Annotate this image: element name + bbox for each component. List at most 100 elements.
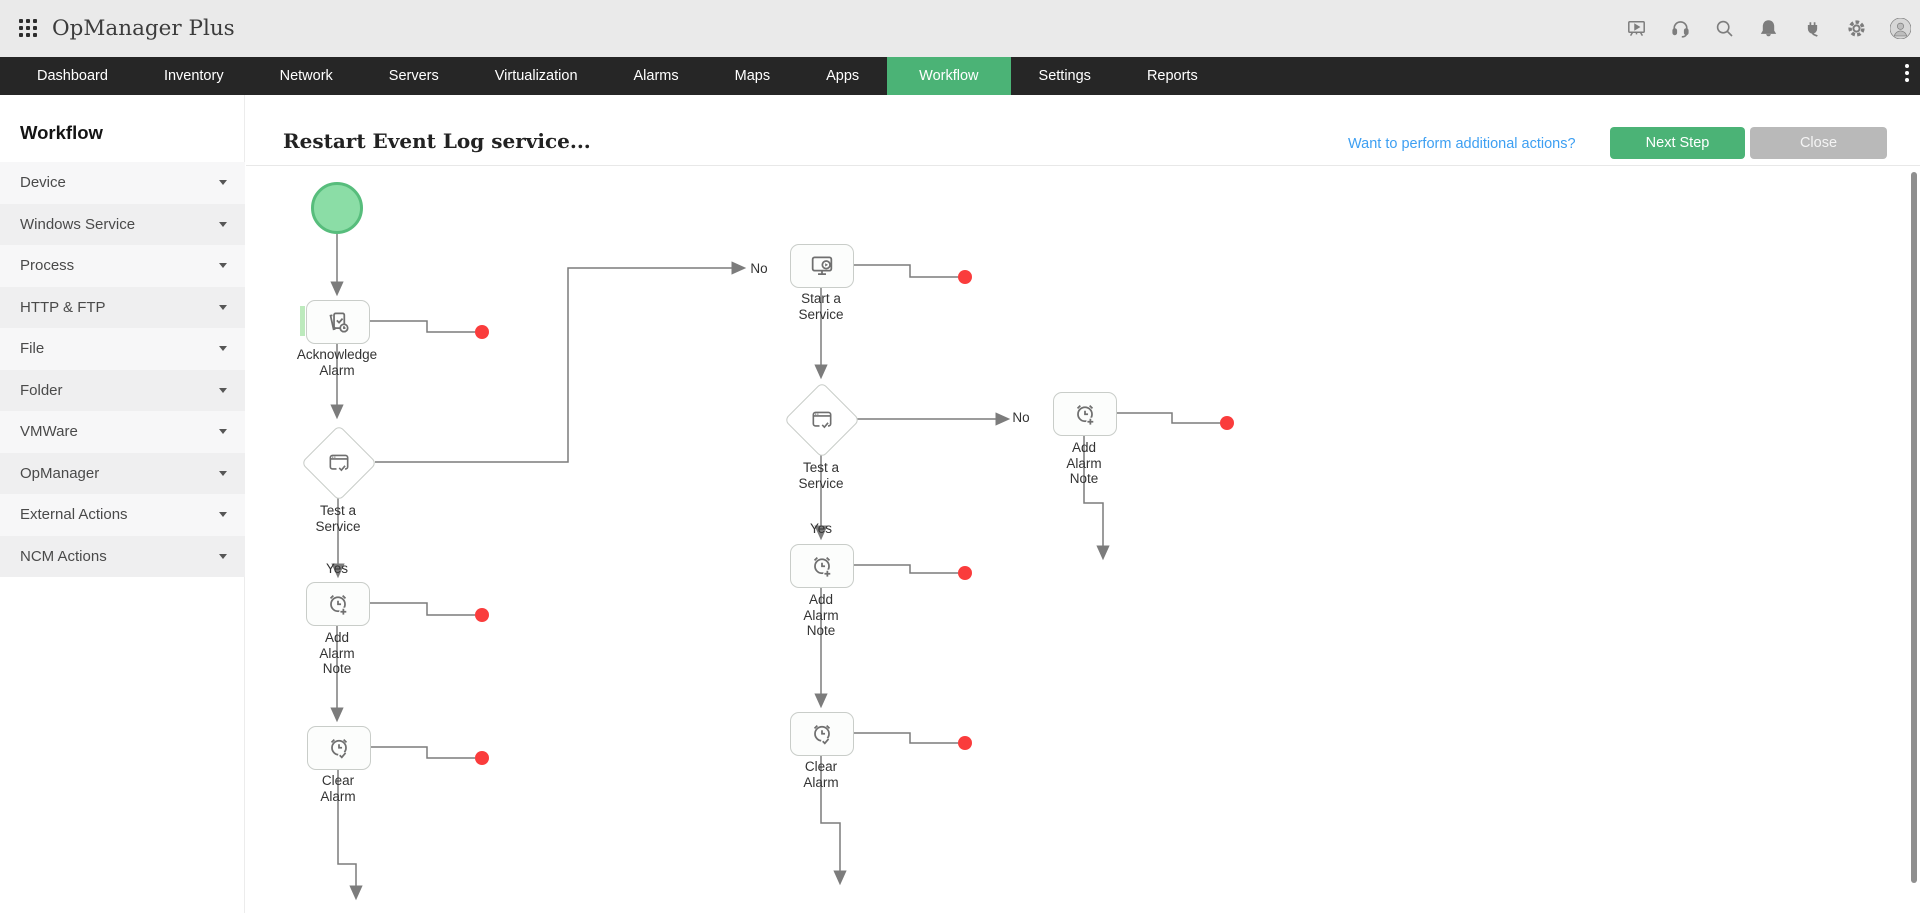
sidebar-item-http-ftp[interactable]: HTTP & FTP xyxy=(0,286,245,328)
chevron-down-icon xyxy=(219,429,227,435)
sidebar-item-folder[interactable]: Folder xyxy=(0,369,245,411)
connector-endpoint-dot[interactable] xyxy=(958,736,972,750)
node-test-a-service-2[interactable] xyxy=(783,381,861,459)
node-label: Add Alarm Note xyxy=(319,630,355,676)
topbar-icon-group xyxy=(1626,0,1911,57)
connector-addnote3 xyxy=(1115,412,1220,424)
tab-maps[interactable]: Maps xyxy=(734,68,771,84)
node-clear-alarm-1[interactable] xyxy=(307,726,371,770)
next-step-button[interactable]: Next Step xyxy=(1610,127,1745,159)
edge-label-yes: Yes xyxy=(325,561,349,576)
edge-test1-no-to-startservice xyxy=(375,261,747,463)
edge-label-no: No xyxy=(750,261,768,276)
sidebar-item-vmware[interactable]: VMWare xyxy=(0,411,245,453)
sidebar-item-external-actions[interactable]: External Actions xyxy=(0,494,245,536)
node-clear-alarm-2[interactable] xyxy=(790,712,854,756)
connector-endpoint-dot[interactable] xyxy=(475,751,489,765)
connector-clear2 xyxy=(852,732,958,744)
headset-support-icon[interactable] xyxy=(1670,18,1691,39)
edge-addnote3-out xyxy=(1083,433,1110,561)
presentation-play-icon[interactable] xyxy=(1626,18,1647,39)
edge-clear1-out xyxy=(337,768,363,901)
test-service-icon xyxy=(329,454,349,474)
workflow-sidebar: Workflow Device Windows Service Process … xyxy=(0,95,245,913)
chevron-down-icon xyxy=(219,387,227,393)
connector-endpoint-dot[interactable] xyxy=(1220,416,1234,430)
settings-gear-icon[interactable] xyxy=(1846,18,1867,39)
edge-label-no: No xyxy=(1012,410,1030,425)
sidebar-item-ncm-actions[interactable]: NCM Actions xyxy=(0,535,245,577)
tab-workflow[interactable]: Workflow xyxy=(887,57,1011,95)
add-alarm-note-icon xyxy=(329,594,348,616)
chevron-down-icon xyxy=(219,346,227,352)
edge-label-yes: Yes xyxy=(809,521,833,536)
vertical-scrollbar-thumb[interactable] xyxy=(1911,172,1917,883)
sidebar-item-opmanager[interactable]: OpManager xyxy=(0,452,245,494)
tab-dashboard[interactable]: Dashboard xyxy=(37,68,108,84)
node-label: Test a Service xyxy=(315,503,361,534)
test-service-icon xyxy=(812,411,832,431)
tab-virtualization[interactable]: Virtualization xyxy=(494,68,578,84)
connector-endpoint-dot[interactable] xyxy=(958,270,972,284)
chevron-down-icon xyxy=(219,180,227,186)
plug-integrations-icon[interactable] xyxy=(1802,18,1823,39)
tab-settings[interactable]: Settings xyxy=(1038,68,1091,84)
chevron-down-icon xyxy=(219,263,227,269)
nav-overflow-kebab-icon[interactable] xyxy=(1905,64,1909,82)
tab-reports[interactable]: Reports xyxy=(1146,68,1198,84)
connector-endpoint-dot[interactable] xyxy=(475,325,489,339)
chevron-down-icon xyxy=(219,221,227,227)
header-divider xyxy=(246,165,1920,166)
sidebar-item-device[interactable]: Device xyxy=(0,162,245,204)
tab-apps[interactable]: Apps xyxy=(826,68,860,84)
tab-servers[interactable]: Servers xyxy=(388,68,439,84)
workflow-edges xyxy=(330,234,1220,901)
search-icon[interactable] xyxy=(1714,18,1735,39)
node-start-a-service[interactable] xyxy=(790,244,854,288)
node-acknowledge-alarm[interactable] xyxy=(306,300,370,344)
node-add-alarm-note-1[interactable] xyxy=(306,582,370,626)
connector-endpoint-dot[interactable] xyxy=(958,566,972,580)
add-alarm-note-icon xyxy=(813,556,832,578)
additional-actions-link[interactable]: Want to perform additional actions? xyxy=(1348,136,1576,152)
close-button[interactable]: Close xyxy=(1750,127,1887,159)
chevron-down-icon xyxy=(219,470,227,476)
user-avatar[interactable] xyxy=(1890,18,1911,39)
node-label: Acknowledge Alarm xyxy=(296,347,378,378)
tab-network[interactable]: Network xyxy=(279,68,333,84)
start-service-icon xyxy=(811,256,833,276)
sidebar-item-process[interactable]: Process xyxy=(0,245,245,287)
acknowledge-alarm-icon xyxy=(329,312,349,333)
node-label: Add Alarm Note xyxy=(803,592,839,638)
sidebar-item-windows-service[interactable]: Windows Service xyxy=(0,203,245,245)
node-selection-bar xyxy=(300,306,305,336)
connector-ack xyxy=(368,320,475,333)
sidebar-category-list: Device Windows Service Process HTTP & FT… xyxy=(0,162,245,577)
chevron-down-icon xyxy=(219,512,227,518)
node-label: Clear Alarm xyxy=(803,759,839,790)
connector-addnote1 xyxy=(368,602,475,616)
tab-inventory[interactable]: Inventory xyxy=(163,68,224,84)
app-launcher-grid-icon[interactable] xyxy=(19,19,37,37)
tab-alarms[interactable]: Alarms xyxy=(633,68,679,84)
top-bar: OpManager Plus xyxy=(0,0,1920,57)
add-alarm-note-icon xyxy=(1076,404,1095,426)
node-start-circle[interactable] xyxy=(311,182,363,234)
clear-alarm-icon xyxy=(330,738,348,760)
app-title: OpManager Plus xyxy=(52,16,235,41)
main-nav: Dashboard Inventory Network Servers Virt… xyxy=(0,57,1920,95)
connector-endpoint-dot[interactable] xyxy=(475,608,489,622)
node-label: Clear Alarm xyxy=(320,773,356,804)
node-add-alarm-note-3[interactable] xyxy=(1053,392,1117,436)
node-label: Start a Service xyxy=(798,291,844,322)
chevron-down-icon xyxy=(219,304,227,310)
node-add-alarm-note-2[interactable] xyxy=(790,544,854,588)
node-label: Test a Service xyxy=(798,460,844,491)
node-test-a-service-1[interactable] xyxy=(300,424,378,502)
page-title: Restart Event Log service... xyxy=(283,129,591,153)
notifications-bell-icon[interactable] xyxy=(1758,18,1779,39)
node-label: Add Alarm Note xyxy=(1066,440,1102,486)
sidebar-item-file[interactable]: File xyxy=(0,328,245,370)
